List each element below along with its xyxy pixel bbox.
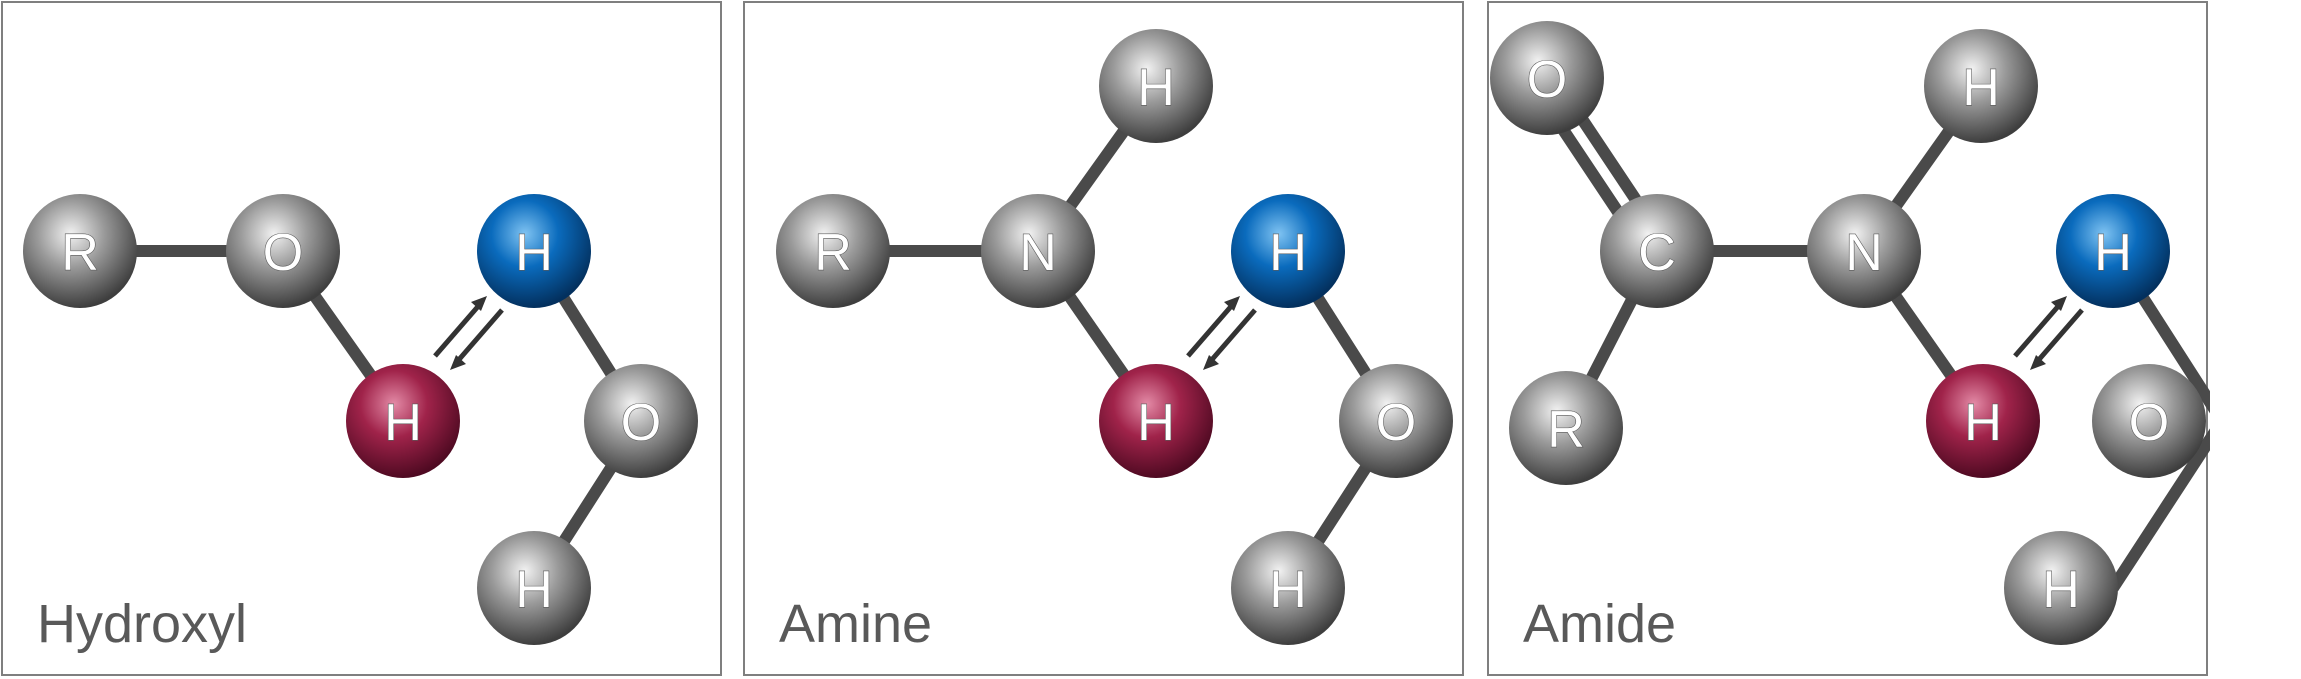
arrowhead-up bbox=[2051, 296, 2067, 311]
arrow-up bbox=[1186, 301, 1236, 358]
svg-text:H: H bbox=[515, 224, 553, 282]
svg-text:H: H bbox=[1137, 59, 1175, 117]
bonds bbox=[1533, 76, 2210, 592]
svg-text:H: H bbox=[515, 561, 553, 619]
atom-hydrogen-donor: H bbox=[1099, 364, 1213, 478]
atom-hydrogen-top: H bbox=[1924, 29, 2038, 143]
svg-text:O: O bbox=[1527, 51, 1567, 109]
atom-carbon: C bbox=[1600, 194, 1714, 308]
panel-label: Hydroxyl bbox=[37, 594, 248, 654]
svg-text:H: H bbox=[1269, 224, 1307, 282]
panel-amide: O C R N H H H O bbox=[1487, 1, 2210, 676]
svg-text:N: N bbox=[1845, 224, 1883, 282]
arrow-up bbox=[433, 301, 483, 358]
atom-hydrogen-top: H bbox=[1099, 29, 1213, 143]
atom-hydrogen-acceptor: H bbox=[2056, 194, 2170, 308]
panel-amine: R N H H H O H Amine bbox=[743, 1, 1464, 676]
hydrogen-bond-arrows bbox=[1186, 296, 1257, 370]
hydrogen-bond-arrows bbox=[2013, 296, 2084, 370]
arrowhead-down bbox=[450, 355, 466, 370]
atom-hydrogen-donor: H bbox=[1926, 364, 2040, 478]
atom-r: R bbox=[23, 194, 137, 308]
panel-label: Amide bbox=[1523, 594, 1677, 654]
svg-text:N: N bbox=[1019, 224, 1057, 282]
svg-text:O: O bbox=[621, 394, 661, 452]
svg-text:O: O bbox=[263, 224, 303, 282]
svg-text:H: H bbox=[1962, 59, 2000, 117]
svg-text:H: H bbox=[2094, 224, 2132, 282]
bonds bbox=[833, 82, 1402, 592]
svg-text:H: H bbox=[384, 394, 422, 452]
arrow-up bbox=[2013, 301, 2063, 358]
molecule-amine: R N H H H O H bbox=[776, 29, 1453, 645]
svg-text:R: R bbox=[1547, 401, 1585, 459]
svg-text:H: H bbox=[2042, 561, 2080, 619]
atom-r: R bbox=[1509, 371, 1623, 485]
svg-text:R: R bbox=[61, 224, 99, 282]
atom-hydrogen-acceptor: H bbox=[1231, 194, 1345, 308]
atom-r: R bbox=[776, 194, 890, 308]
bond-o-h-bottom bbox=[2107, 428, 2210, 592]
svg-text:H: H bbox=[1964, 394, 2002, 452]
atom-nitrogen: N bbox=[1807, 194, 1921, 308]
arrow-down bbox=[454, 308, 504, 365]
atom-water-hydrogen: H bbox=[1231, 531, 1345, 645]
svg-text:O: O bbox=[1376, 394, 1416, 452]
svg-text:H: H bbox=[1137, 394, 1175, 452]
svg-text:O: O bbox=[2129, 394, 2169, 452]
atom-oxygen: O bbox=[226, 194, 340, 308]
atom-nitrogen: N bbox=[981, 194, 1095, 308]
arrow-down bbox=[1207, 308, 1257, 365]
atom-water-hydrogen: H bbox=[477, 531, 591, 645]
atom-water-oxygen: O bbox=[2092, 364, 2206, 478]
atom-water-oxygen: O bbox=[584, 364, 698, 478]
panel-label: Amine bbox=[779, 594, 933, 654]
molecule-hydroxyl: R O H H O H bbox=[23, 194, 698, 645]
arrow-down bbox=[2034, 308, 2084, 365]
atom-water-hydrogen: H bbox=[2004, 531, 2118, 645]
svg-text:C: C bbox=[1638, 224, 1676, 282]
atom-hydrogen-donor: H bbox=[346, 364, 460, 478]
panel-hydroxyl: R O H H O H Hydroxyl bbox=[1, 1, 722, 676]
hydrogen-bond-arrows bbox=[433, 296, 504, 370]
atom-water-oxygen: O bbox=[1339, 364, 1453, 478]
molecule-amide: O C R N H H H O bbox=[1490, 21, 2210, 645]
arrowhead-down bbox=[2030, 355, 2046, 370]
atom-hydrogen-acceptor: H bbox=[477, 194, 591, 308]
arrowhead-up bbox=[1224, 296, 1240, 311]
arrowhead-down bbox=[1203, 355, 1219, 370]
atom-carbonyl-oxygen: O bbox=[1490, 21, 1604, 135]
arrowhead-up bbox=[471, 296, 487, 311]
svg-text:H: H bbox=[1269, 561, 1307, 619]
svg-text:R: R bbox=[814, 224, 852, 282]
